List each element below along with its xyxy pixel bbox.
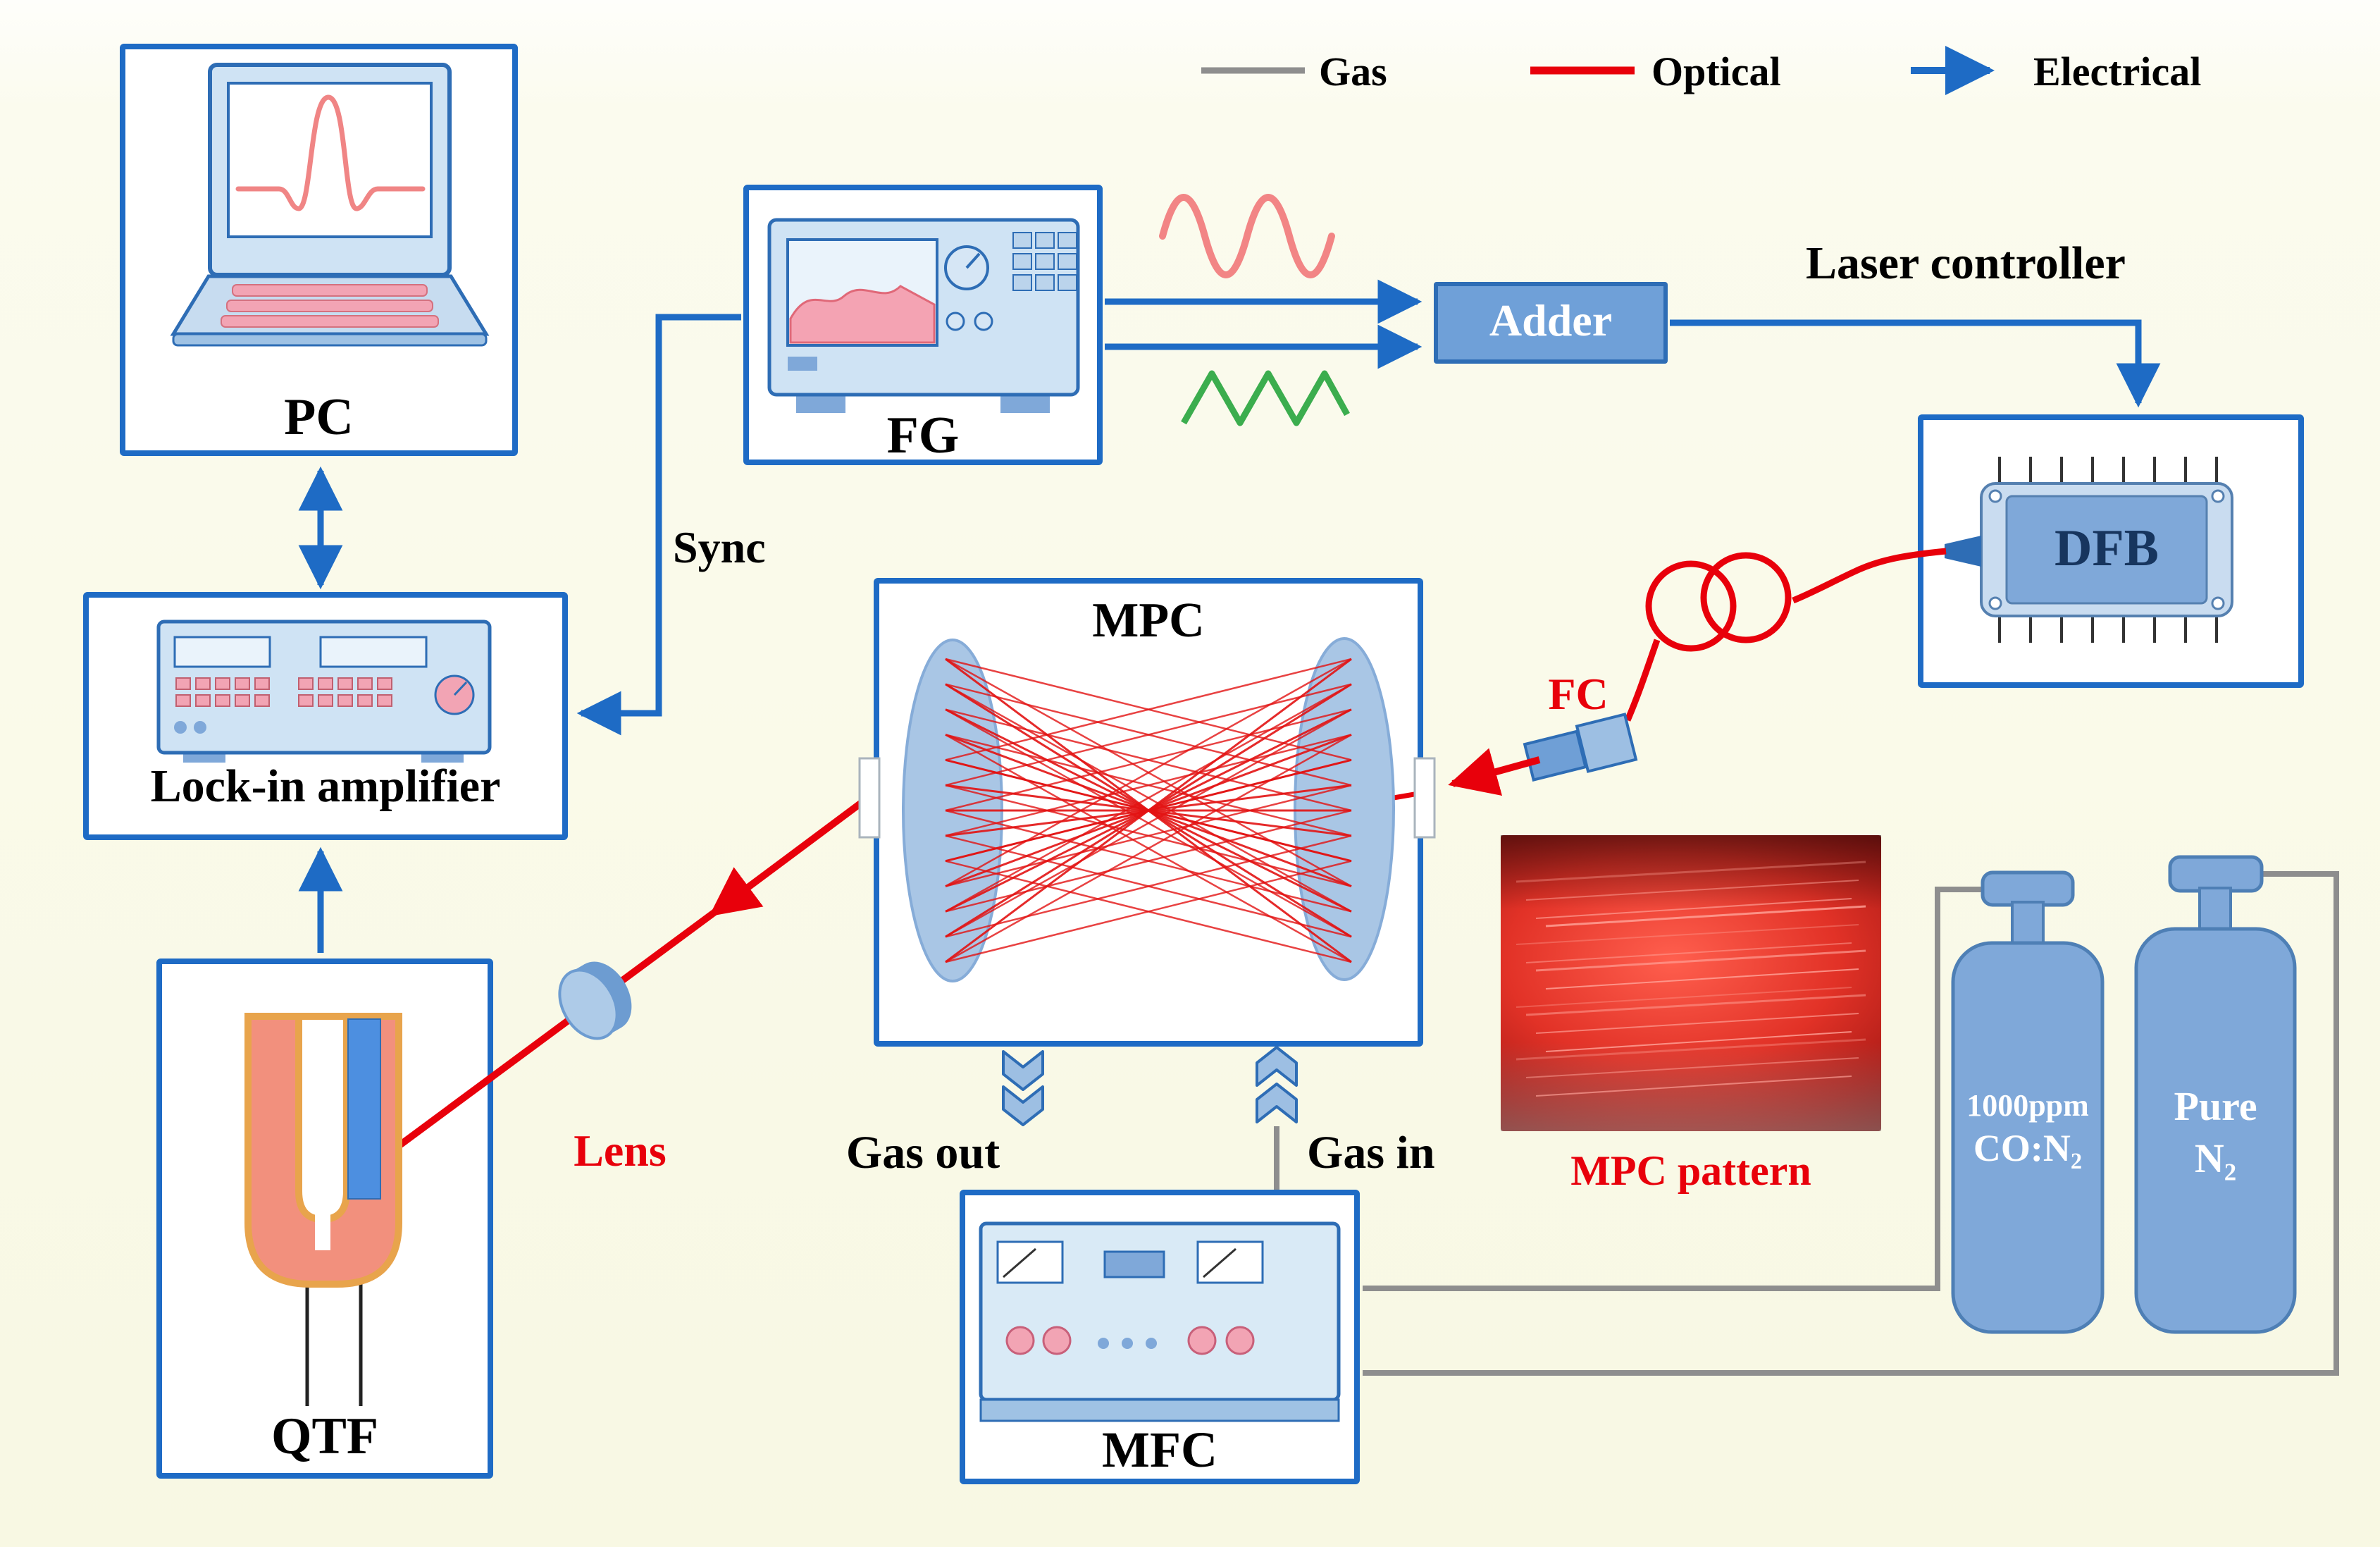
fiber-coupler-icon [1523,713,1638,782]
fc-label: FC [1548,669,1609,719]
photo-shade [1501,835,1881,1131]
co-cylinder-label-line1: 1000ppm [1966,1088,2089,1123]
lens-icon [558,961,632,1040]
gas-out-arrow-icon [1002,1050,1044,1091]
adder-label: Adder [1489,295,1613,345]
dfb-label: DFB [2054,519,2159,577]
qtf-label: QTF [271,1407,379,1465]
lens-body [570,963,621,1037]
lockin-label: Lock-in amplifier [150,760,501,812]
gas-in-arrow-icon [1256,1046,1298,1087]
sync-label: Sync [673,522,766,572]
beam-mpc-to-lens [709,794,870,917]
co-cylinder-neck [2011,901,2045,947]
n2-cylinder-body [2134,927,2297,1334]
n2-cylinder-valve [2168,855,2264,893]
gas-out-arrow-icon [1002,1085,1044,1126]
pc-label: PC [284,388,354,446]
legend-electrical-label: Electrical [2033,49,2202,94]
mpc-pattern-photo [1501,835,1881,1131]
mpc-pattern-label: MPC pattern [1570,1147,1811,1194]
adder-box [1434,282,1668,364]
n2-cylinder-label-line2: N₂ [2194,1135,2237,1181]
co-cylinder-valve [1981,870,2075,907]
sine-wave-icon [1159,194,1335,278]
n2-cylinder-label-line1: Pure [2174,1083,2257,1129]
legend-optical-label: Optical [1651,49,1781,94]
fc-back-piece [1575,713,1638,773]
n2-cylinder-neck [2198,887,2232,933]
sync-line [576,314,741,736]
mfc-label: MFC [1102,1422,1217,1478]
gas-port-arrows [1002,1046,1298,1126]
gas-in-label: Gas in [1307,1127,1435,1178]
mpc-box [874,578,1423,1047]
lens-front [558,968,619,1040]
laser-controller-label: Laser controller [1806,238,2126,289]
fiber-loop [1700,552,1792,643]
fg-label: FG [886,407,960,464]
qtf-box [156,959,493,1479]
gas-out-label: Gas out [845,1127,1000,1178]
legend-gas-label: Gas [1319,49,1387,94]
mpc-label: MPC [1092,593,1205,648]
fc-front-piece [1523,729,1587,782]
fiber-loop [1645,560,1737,652]
gas-in-arrow-icon [1256,1083,1298,1123]
triangle-wave-icon [1181,370,1350,426]
optical-lines [1624,548,1947,722]
co-cylinder-label-line2: CO:N₂ [1973,1127,2083,1169]
adder-dfb-arrow [1670,319,2161,408]
lens-label: Lens [574,1126,667,1176]
lens-back [574,961,632,1030]
beam-fc-to-mpc [1448,748,1541,796]
